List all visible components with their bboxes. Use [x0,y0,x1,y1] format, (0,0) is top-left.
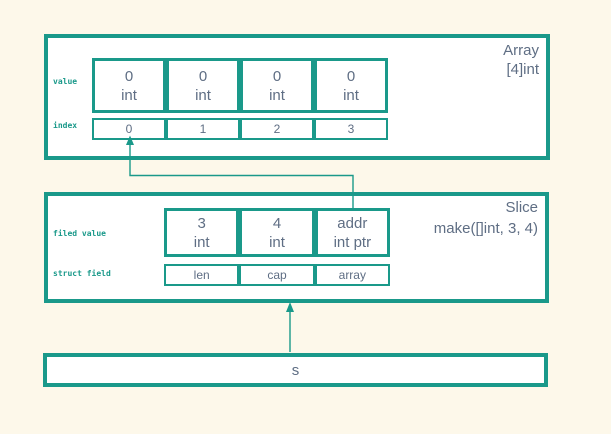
array-title-text: Array [503,42,539,59]
array-type-label: [4]int [506,61,539,78]
array-cell-value: 0 [198,67,208,85]
slice-cell-value: 4 [272,214,282,232]
slice-cell-type: int [269,233,285,251]
array-index-cell: 1 [166,118,240,140]
slice-struct-row: len cap array [164,264,390,286]
array-cell-value: 0 [346,67,356,85]
slice-title: Slice make([]int, 3, 4) [434,197,538,239]
array-index-cell: 3 [314,118,388,140]
slice-cell-value: 3 [197,214,206,232]
array-cell-type: int [343,86,359,104]
array-cell: 0 int [314,58,388,113]
array-cell-type: int [195,86,211,104]
value-row-label: value [53,77,78,86]
s-variable-box: s [43,353,548,387]
slice-cell-array-ptr: addr int ptr [314,208,390,257]
array-value-row: 0 int 0 int 0 int 0 int [92,58,388,113]
slice-cell-cap: 4 int [239,208,315,257]
slice-box: Slice make([]int, 3, 4) filed value 3 in… [44,192,549,303]
slice-title-text: Slice [505,199,538,216]
array-cell-type: int [121,86,137,104]
array-index-row: 0 1 2 3 [92,118,388,140]
struct-field-cell: len [164,264,240,286]
struct-field-cell: array [314,264,390,286]
array-index-cell: 2 [240,118,314,140]
index-row-label: index [53,121,78,130]
s-variable-label: s [291,361,300,379]
array-cell-value: 0 [124,67,134,85]
slice-cell-len: 3 int [164,208,240,257]
s-pointer-arrow [286,302,294,352]
array-cell: 0 int [166,58,240,113]
slice-cell-type: int ptr [333,233,372,251]
array-cell-value: 0 [272,67,282,85]
struct-field-row-label: struct field [53,269,111,278]
field-value-row-label: filed value [53,229,106,238]
slice-cell-value: addr [337,214,368,232]
array-title: Array [4]int [503,41,539,79]
slice-make-label: make([]int, 3, 4) [433,220,538,237]
slice-value-row: 3 int 4 int addr int ptr [164,208,390,257]
slice-cell-type: int [193,233,210,251]
array-cell: 0 int [240,58,314,113]
array-box: Array [4]int value 0 int 0 int 0 int 0 i… [44,34,550,160]
array-index-cell: 0 [92,118,166,140]
array-cell-type: int [269,86,285,104]
struct-field-cell: cap [239,264,315,286]
array-cell: 0 int [92,58,166,113]
